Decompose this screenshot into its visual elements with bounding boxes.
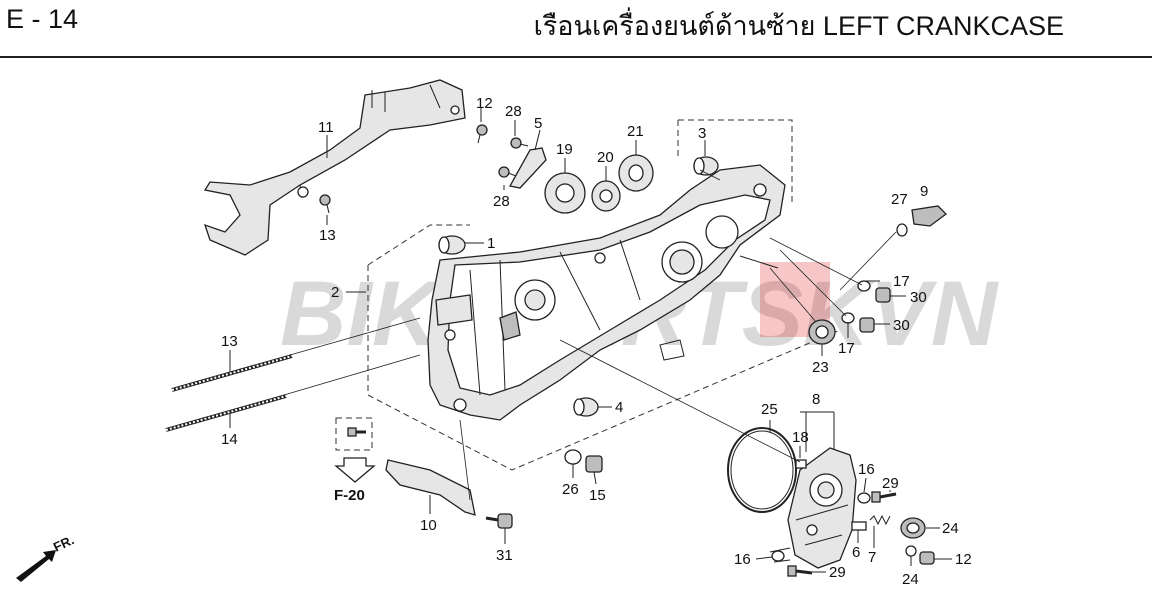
callout-30-lower: 30 xyxy=(893,317,910,334)
left-crankcase xyxy=(427,164,786,421)
callout-26: 26 xyxy=(562,481,579,498)
callout-3: 3 xyxy=(698,125,706,142)
dowel-pin-4 xyxy=(573,397,599,417)
callout-17-lower: 17 xyxy=(838,340,855,357)
callout-20: 20 xyxy=(597,149,614,166)
callout-31: 31 xyxy=(496,547,513,564)
callout-18: 18 xyxy=(792,429,809,446)
callout-14-upper: 13 xyxy=(221,333,238,350)
bolt-29-upper xyxy=(871,491,897,503)
callout-11: 11 xyxy=(318,119,334,136)
front-label: FR. xyxy=(51,532,76,554)
oil-seal-23 xyxy=(808,319,836,345)
callout-27: 27 xyxy=(891,191,908,208)
callout-23: 23 xyxy=(812,359,829,376)
dowel-pin-1 xyxy=(438,235,466,255)
setting-plate xyxy=(508,147,547,189)
washer-24 xyxy=(905,545,917,557)
front-arrow-icon xyxy=(16,550,56,582)
callout-21: 21 xyxy=(627,123,644,140)
callout-14-lower: 14 xyxy=(221,431,238,448)
stud-bolt-lower xyxy=(165,394,287,432)
washer-17-lower xyxy=(841,312,855,324)
callout-30-upper: 30 xyxy=(910,289,927,306)
washer-17-upper xyxy=(857,280,871,292)
spring-7 xyxy=(869,514,891,526)
pin-6 xyxy=(851,521,867,531)
callout-10: 10 xyxy=(420,517,437,534)
ref-box xyxy=(335,417,373,451)
bolt-28-lower xyxy=(498,166,517,178)
bolt-30-lower xyxy=(859,317,875,333)
callout-15: 15 xyxy=(589,487,606,504)
crankcase-cover-8 xyxy=(787,447,857,569)
bolt-13-upper xyxy=(476,124,488,144)
skid-guard-10 xyxy=(385,459,476,516)
washer-26 xyxy=(564,449,582,465)
bolt-29-lower xyxy=(787,565,813,577)
bolt-30-upper xyxy=(875,287,891,303)
dowel-18 xyxy=(795,459,807,469)
callout-28-upper: 28 xyxy=(505,103,522,120)
callout-8: 8 xyxy=(812,391,820,408)
callout-28-lower: 28 xyxy=(493,193,510,210)
callout-13-lower: 13 xyxy=(319,227,336,244)
ref-arrow-icon xyxy=(334,457,376,483)
callout-16-lower: 16 xyxy=(734,551,751,568)
leader-lines xyxy=(229,108,952,573)
callout-5: 5 xyxy=(534,115,542,132)
subframe-bracket xyxy=(203,79,466,256)
callout-24: 24 xyxy=(902,571,919,588)
callout-6: 6 xyxy=(852,544,860,561)
dowel-pin-3 xyxy=(693,156,719,176)
bearing-21 xyxy=(618,154,654,192)
callout-17-upper: 17 xyxy=(893,273,910,290)
callout-19: 19 xyxy=(556,141,573,158)
callout-9: 9 xyxy=(920,183,928,200)
callout-7: 7 xyxy=(868,549,876,566)
callout-29-upper: 29 xyxy=(882,475,899,492)
page-code: E - 14 xyxy=(6,4,79,34)
ref-bolt xyxy=(347,427,366,437)
callout-22: 24 xyxy=(942,520,959,537)
callout-2: 2 xyxy=(331,284,339,301)
group-box-bearings xyxy=(678,119,793,205)
bolt-13-lower xyxy=(319,194,331,214)
washer-16-upper xyxy=(857,492,871,504)
callout-16-upper: 16 xyxy=(858,461,875,478)
bolt-28-upper xyxy=(510,137,529,149)
callout-29-lower: 29 xyxy=(829,564,846,581)
oil-seal-22 xyxy=(900,517,926,539)
page-title: เรือนเครื่องยนต์ด้านซ้าย LEFT CRANKCASE xyxy=(533,11,1064,41)
drain-bolt-12 xyxy=(919,551,935,565)
callout-1: 1 xyxy=(487,235,495,252)
washer-16-lower xyxy=(771,550,785,562)
bolt-31 xyxy=(485,513,513,529)
bearing-20 xyxy=(591,180,621,212)
bolt-15 xyxy=(585,455,603,473)
callout-labels: 11 12 13 28 28 5 19 20 21 3 1 2 4 13 14 … xyxy=(221,95,972,588)
callout-4: 4 xyxy=(615,399,623,416)
cap-9 xyxy=(911,205,947,227)
group-box-crankcase xyxy=(367,224,470,266)
gasket-25 xyxy=(727,427,797,513)
ref-label: F-20 xyxy=(334,487,365,504)
callout-12: 12 xyxy=(955,551,972,568)
bearing-19 xyxy=(544,172,586,214)
header-rule xyxy=(0,56,1152,58)
callout-25: 25 xyxy=(761,401,778,418)
o-ring-27 xyxy=(896,223,908,237)
stud-bolt-upper xyxy=(171,354,293,392)
callout-13-upper: 12 xyxy=(476,95,493,112)
